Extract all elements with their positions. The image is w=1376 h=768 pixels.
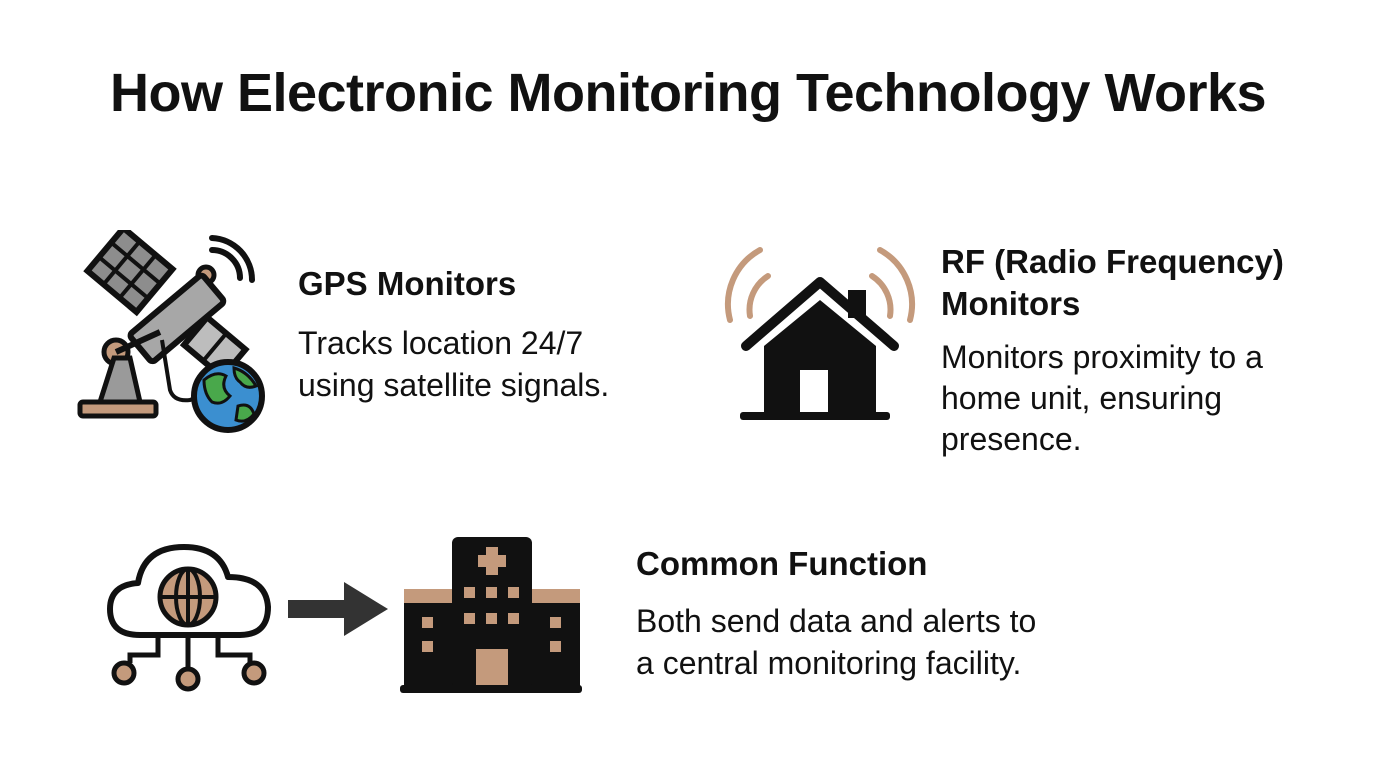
cloud-network-icon bbox=[107, 544, 271, 692]
rf-desc-line-2: home unit, ensuring bbox=[941, 380, 1223, 416]
page-title: How Electronic Monitoring Technology Wor… bbox=[109, 63, 1267, 123]
common-desc-line-2: a central monitoring facility. bbox=[636, 645, 1022, 681]
rf-heading-line-1: RF (Radio Frequency) bbox=[941, 243, 1284, 280]
gps-desc-line-1: Tracks location 24/7 bbox=[298, 325, 584, 361]
rf-desc-line-1: Monitors proximity to a bbox=[941, 339, 1263, 375]
rf-desc-line-3: presence. bbox=[941, 421, 1082, 457]
gps-heading: GPS Monitors bbox=[298, 265, 517, 302]
rf-heading-line-2: Monitors bbox=[941, 285, 1081, 322]
arrow-right-icon bbox=[288, 582, 388, 636]
common-heading: Common Function bbox=[636, 545, 928, 582]
house-signal-icon bbox=[725, 247, 915, 420]
gps-desc-line-2: using satellite signals. bbox=[298, 367, 610, 403]
common-desc-line-1: Both send data and alerts to bbox=[636, 603, 1037, 639]
facility-building-icon bbox=[400, 537, 582, 693]
satellite-dish-globe-icon bbox=[77, 230, 265, 433]
